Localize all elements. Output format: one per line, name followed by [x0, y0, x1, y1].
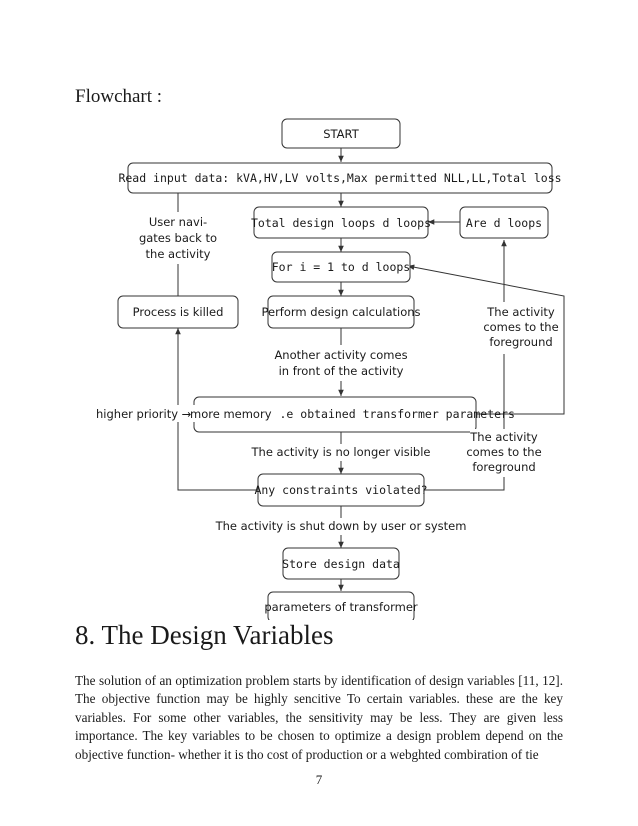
label-foreground-2-line: comes to the [466, 445, 541, 459]
node-parameters-text: parameters of transformer [264, 600, 418, 614]
label-foreground-1: The activity comes to the foreground [468, 302, 560, 352]
node-total-loops: Total design loops d loops [251, 206, 431, 239]
label-user-navigates-line: the activity [146, 247, 211, 261]
label-another-activity: Another activity comes in front of the a… [274, 346, 408, 380]
node-process-killed: Process is killed [117, 295, 239, 329]
edge-constraints-are [424, 477, 505, 491]
label-another-activity-line: in front of the activity [279, 364, 404, 378]
edge-obtained-loopback [407, 264, 565, 415]
label-foreground-1-line: The activity [486, 305, 555, 319]
edge-constraints-killed [175, 328, 258, 491]
node-total-loops-text: Total design loops d loops [251, 216, 431, 230]
obtained-params-suffix: .e obtained transformer parameters [280, 407, 515, 421]
node-are-d-loops: Are d loops [459, 206, 549, 239]
label-user-navigates: User navi- gates back to the activity [132, 212, 224, 264]
label-foreground-2-line: foreground [472, 460, 535, 474]
label-no-longer-visible: The activity is no longer visible [251, 444, 431, 461]
node-start-text: START [323, 127, 359, 141]
node-process-killed-text: Process is killed [133, 305, 224, 319]
obtained-row: higher priority → more memory .e obtaine… [96, 405, 515, 422]
node-parameters: parameters of transformer [264, 591, 418, 620]
obtained-params-prefix: more memory [190, 407, 272, 421]
node-perform-calc: Perform design calculations [261, 295, 421, 329]
node-read-input-text: Read input data: kVA,HV,LV volts,Max per… [118, 171, 561, 185]
node-constraints-text: Any constraints violated? [254, 483, 427, 497]
node-for-loop: For i = 1 to d loops [271, 251, 411, 283]
label-foreground-1-line: foreground [489, 335, 552, 349]
node-perform-calc-text: Perform design calculations [261, 305, 420, 319]
label-foreground-2-line: The activity [469, 430, 538, 444]
label-foreground-1-line: comes to the [483, 320, 558, 334]
flowchart-diagram: START Read input data: kVA,HV,LV volts,M… [96, 118, 565, 620]
node-are-d-loops-text: Are d loops [466, 216, 542, 230]
node-start: START [281, 118, 401, 149]
label-foreground-2: The activity comes to the foreground [466, 429, 542, 477]
label-no-longer-visible-text: The activity is no longer visible [251, 445, 431, 459]
label-shut-down: The activity is shut down by user or sys… [215, 518, 467, 535]
label-another-activity-line: Another activity comes [274, 348, 407, 362]
label-user-navigates-line: User navi- [149, 215, 207, 229]
node-for-loop-text: For i = 1 to d loops [272, 260, 410, 274]
node-store: Store design data [282, 547, 400, 580]
label-user-navigates-line: gates back to [139, 231, 217, 245]
label-higher-priority: higher priority → [96, 407, 192, 421]
flowchart-heading: Flowchart : [75, 86, 163, 107]
node-obtained-params-text: more memory .e obtained transformer para… [190, 405, 515, 422]
node-store-text: Store design data [282, 557, 400, 571]
section-title: 8. The Design Variables [75, 620, 334, 650]
label-shut-down-text: The activity is shut down by user or sys… [215, 519, 467, 533]
node-read-input: Read input data: kVA,HV,LV volts,Max per… [118, 162, 562, 194]
node-constraints: Any constraints violated? [254, 473, 428, 507]
section-paragraph: The solution of an optimization problem … [75, 673, 563, 762]
page-number: 7 [315, 772, 323, 787]
